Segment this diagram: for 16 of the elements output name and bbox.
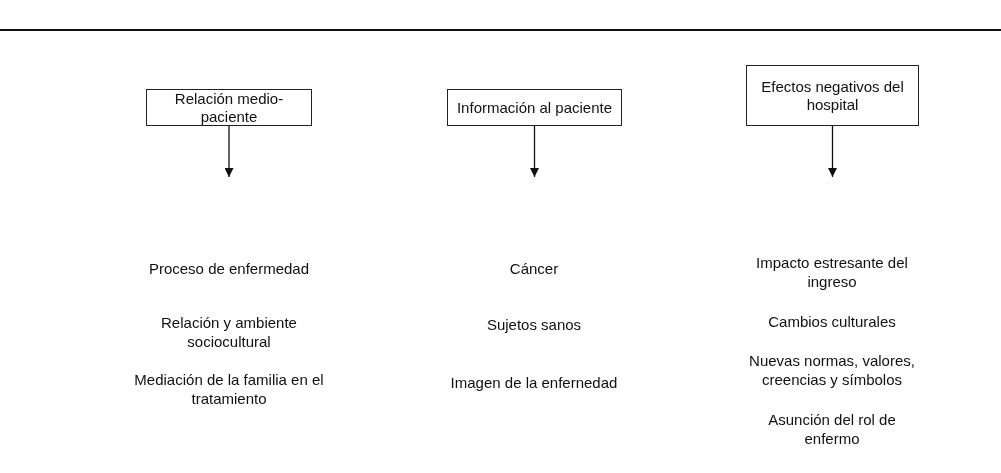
list-item-text: Cambios culturales [767, 312, 897, 331]
list-item-text: Nuevas normas, valores, creencias y símbolos [748, 351, 916, 389]
list-item-text: Impacto estresante del ingreso [755, 253, 909, 291]
arrow [530, 125, 539, 178]
heading-box: Efectos negativos del hospital [746, 65, 919, 126]
arrow [224, 125, 234, 178]
list-item-text: Cáncer [508, 259, 560, 278]
list-item-text: Relación y ambiente sociocultural [160, 313, 298, 351]
arrow [828, 125, 837, 178]
list-item-text: Mediación de la familia en el tratamiento [133, 370, 325, 408]
heading-box: Relación medio-paciente [146, 89, 312, 126]
list-item-text: Imagen de la enfernedad [449, 373, 619, 392]
list-item-text: Sujetos sanos [485, 315, 583, 334]
heading-box: Información al paciente [447, 89, 622, 126]
list-item-text: Proceso de enfermedad [147, 259, 311, 278]
list-item-text: Asunción del rol de enfermo [767, 410, 897, 448]
